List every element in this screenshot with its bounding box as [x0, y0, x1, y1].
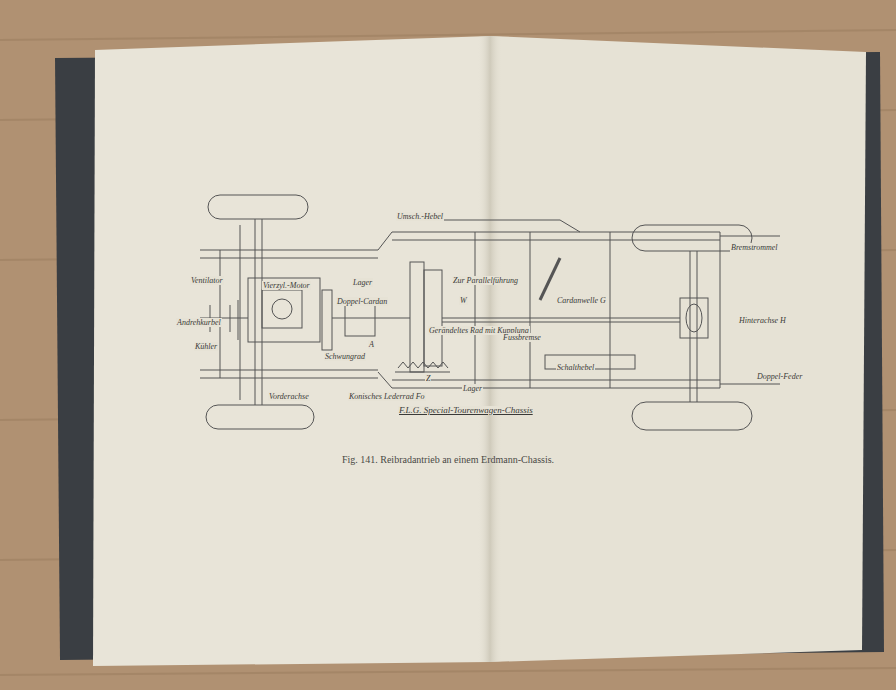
- part-label: A: [368, 340, 375, 349]
- figure-caption: Fig. 141. Reibradantrieb an einem Erdman…: [342, 454, 554, 465]
- right-page: [490, 36, 866, 662]
- part-label: Z: [425, 374, 431, 383]
- part-label: Lager: [352, 278, 373, 287]
- left-page: [93, 36, 490, 666]
- part-label: Fussbremse: [502, 333, 542, 342]
- part-label: Bremstrommel: [730, 243, 779, 252]
- part-label: Hinterachse H: [738, 316, 787, 325]
- part-label: Schwungrad: [324, 352, 366, 361]
- part-label: Lager: [462, 384, 483, 393]
- part-label: Vierzyl.-Motor: [262, 281, 311, 290]
- spine-shadow: [478, 36, 502, 662]
- part-label: Kühler: [194, 342, 218, 351]
- wood-grain: [0, 30, 896, 675]
- chassis-drawing: [200, 195, 780, 430]
- part-label: F.L.G. Special-Tourenwagen-Chassis: [398, 406, 534, 415]
- part-label: Umsch.-Hebel: [396, 212, 444, 221]
- part-label: Konisches Lederrad Fo: [348, 392, 426, 401]
- part-label: Doppel-Feder: [756, 372, 803, 381]
- part-label: Schalthebel: [556, 363, 595, 372]
- part-label: Doppel-Cardan: [336, 297, 388, 306]
- part-label: Andrehkurbel: [176, 318, 222, 327]
- part-label: Vorderachse: [268, 392, 310, 401]
- part-label: Cardanwelle G: [556, 296, 607, 305]
- part-label: Zur Parallelführung: [452, 276, 519, 285]
- part-label: Ventilator: [190, 276, 224, 285]
- part-label: W: [459, 296, 468, 305]
